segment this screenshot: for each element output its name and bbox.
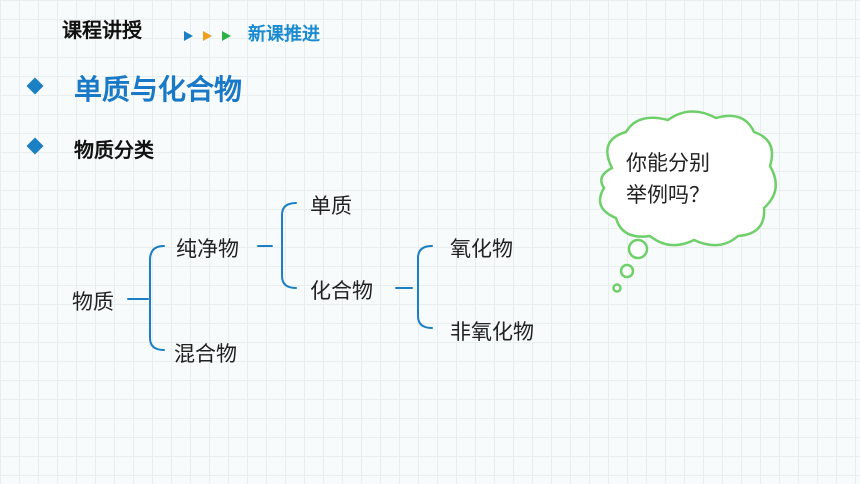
header-title: 课程讲授 xyxy=(62,18,142,42)
node-pure-substance: 纯净物 xyxy=(176,237,239,261)
node-mixture: 混合物 xyxy=(174,342,237,366)
node-element: 单质 xyxy=(310,194,352,218)
arrow-icon-orange xyxy=(203,31,212,41)
bracket-root xyxy=(127,245,165,351)
header-subtitle: 新课推进 xyxy=(248,24,320,45)
cloud-question: 你能分别 举例吗？ xyxy=(626,147,746,211)
node-oxide: 氧化物 xyxy=(450,237,513,261)
bracket-compound xyxy=(395,245,433,329)
node-non-oxide: 非氧化物 xyxy=(450,320,534,344)
node-compound: 化合物 xyxy=(310,279,373,303)
cloud-line-1: 你能分别 xyxy=(626,151,710,175)
arrow-icon-blue xyxy=(184,31,193,41)
bracket-pure xyxy=(257,202,297,289)
section-subtitle: 物质分类 xyxy=(74,138,154,162)
node-matter: 物质 xyxy=(72,290,114,314)
cloud-line-2: 举例吗？ xyxy=(626,183,710,207)
section-title: 单质与化合物 xyxy=(74,73,243,106)
arrow-icon-green xyxy=(222,31,231,41)
